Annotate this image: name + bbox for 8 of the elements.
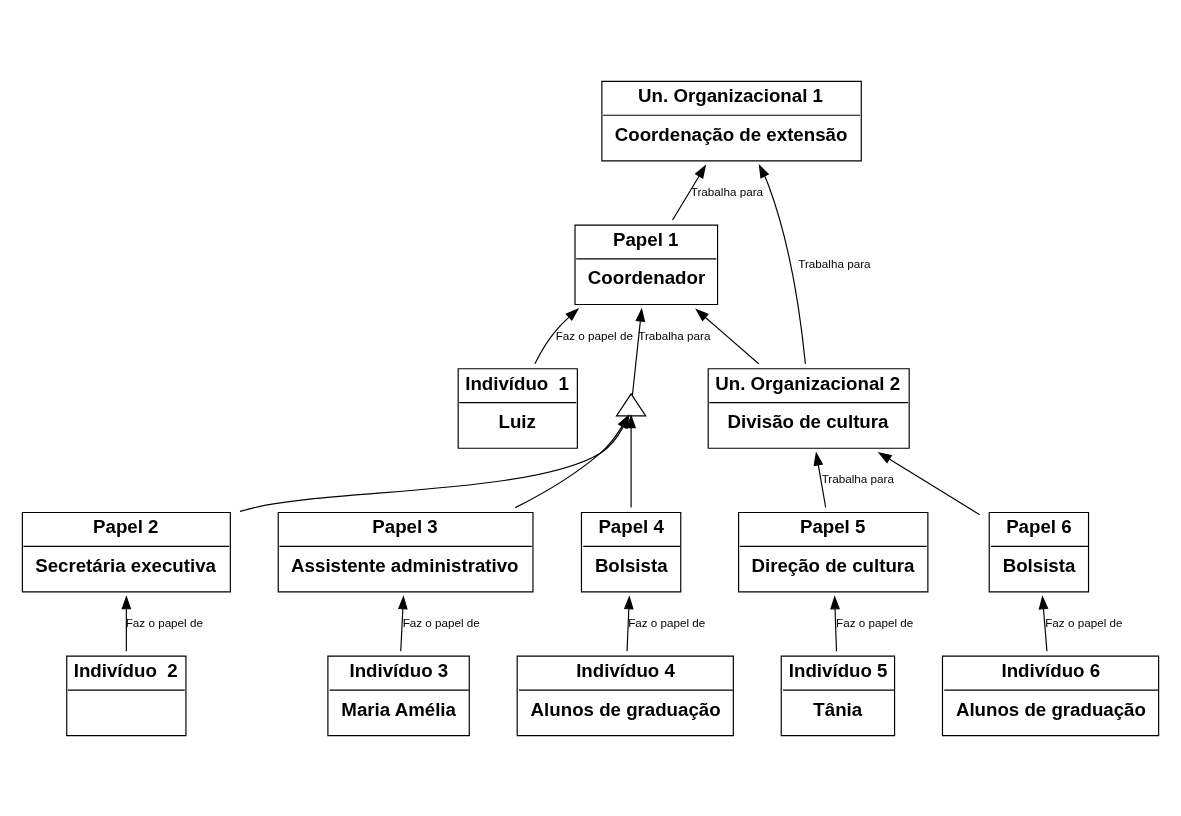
edge-label: Faz o papel de [628,615,706,629]
edge-label: Trabalha para [821,471,894,485]
edge-label: Faz o papel de [1045,615,1123,629]
edge-label: Faz o papel de [402,615,480,629]
edge-label: Faz o papel de [836,615,914,629]
edge-label: Trabalha para [690,184,764,198]
edge-label: Faz o papel de [555,328,633,342]
edge-label: Trabalha para [798,256,871,270]
